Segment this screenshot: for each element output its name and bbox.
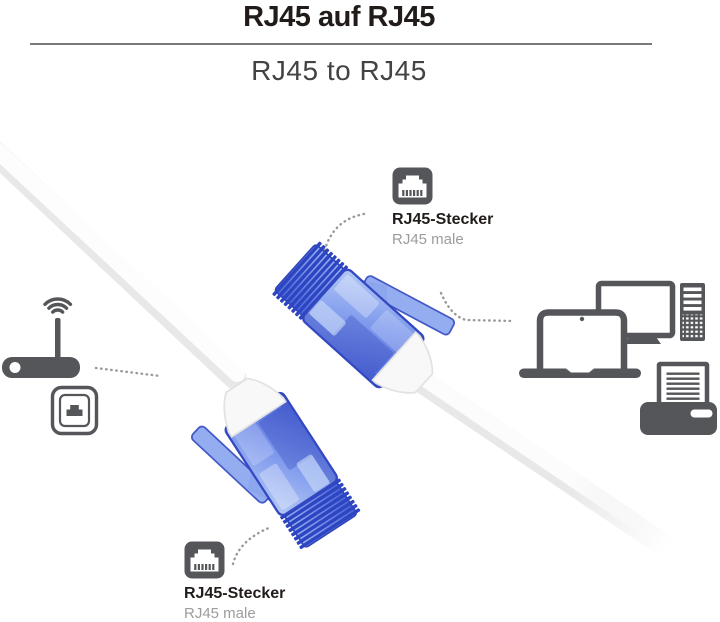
dotted-line-router-to-cable: [94, 366, 162, 378]
patch-cable-right: [409, 369, 680, 560]
wifi-router-icon: [2, 297, 80, 378]
rj45-plug-bottom: [179, 364, 363, 569]
printer-icon: [640, 361, 717, 435]
callout-subtitle: RJ45 male: [184, 605, 256, 622]
dotted-line-bottom-label-to-plug: [231, 525, 273, 566]
callout-title: RJ45-Stecker: [392, 211, 494, 228]
dotted-line-plug-to-devices: [439, 291, 515, 323]
page-title-de: RJ45 auf RJ45: [243, 1, 435, 33]
divider-line: [30, 43, 652, 45]
dotted-line-top-label-to-plug: [322, 212, 366, 255]
callout-title: RJ45-Stecker: [184, 585, 286, 602]
rj45-port-icon: [184, 541, 225, 579]
laptop-icon: [519, 309, 641, 378]
patch-cable-left: [0, 141, 247, 390]
desktop-tower-icon: [680, 283, 705, 341]
callout-bottom: RJ45-Stecker RJ45 male: [184, 541, 285, 622]
ethernet-wall-socket-icon: [50, 385, 99, 436]
page-title-en: RJ45 to RJ45: [251, 55, 427, 86]
callout-top: RJ45-Stecker RJ45 male: [392, 167, 493, 248]
callout-subtitle: RJ45 male: [392, 231, 464, 248]
rj45-port-icon: [392, 167, 433, 205]
